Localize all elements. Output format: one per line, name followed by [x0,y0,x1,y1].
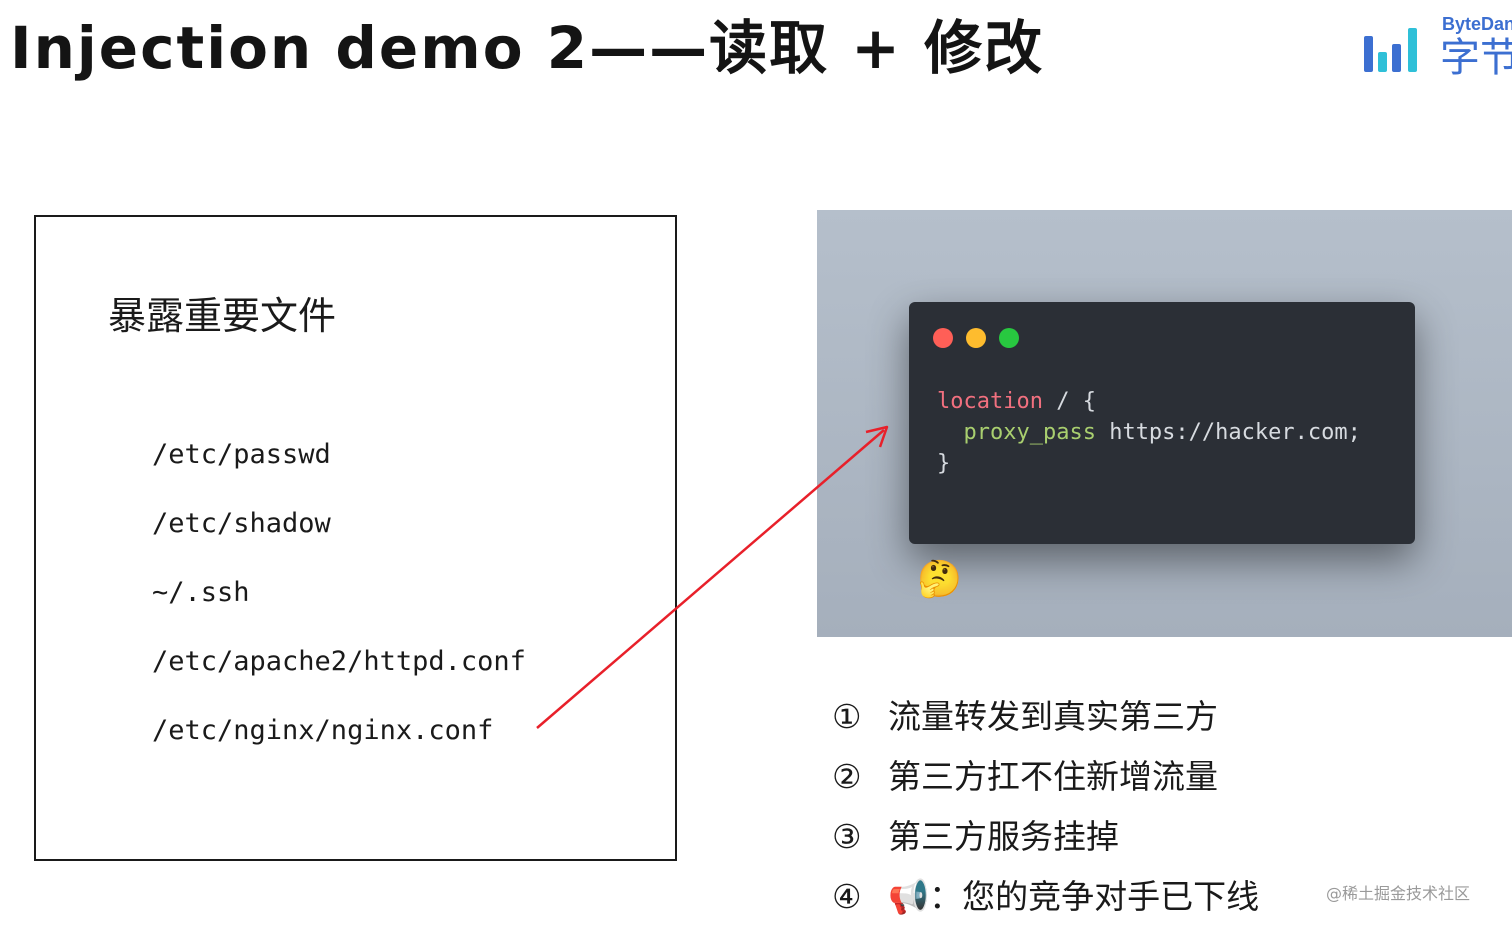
code-window: location / { proxy_pass https://hacker.c… [909,302,1415,544]
item-text: 第三方扛不住新增流量 [888,757,1218,796]
slide-title: Injection demo 2——读取 + 修改 [10,14,1045,82]
bytedance-logo: ByteDan 字节 [1360,14,1512,84]
file-path-item: /etc/passwd [152,439,331,470]
yellow-dot-icon [966,328,986,348]
item-number: ② [832,757,862,796]
nginx-config-code: location / { proxy_pass https://hacker.c… [937,386,1361,479]
item-number: ① [832,697,862,736]
code-directive: proxy_pass [963,420,1096,445]
logo-text-cn: 字节 [1440,35,1512,81]
exposed-files-list: /etc/passwd /etc/shadow ~/.ssh /etc/apac… [152,437,526,782]
item-number: ③ [832,817,862,856]
code-screenshot-panel: location / { proxy_pass https://hacker.c… [817,210,1512,637]
red-dot-icon [933,328,953,348]
consequence-item: ② 第三方扛不住新增流量 [832,748,1259,808]
file-path-item: ~/.ssh [152,577,250,608]
exposed-files-box: 暴露重要文件 /etc/passwd /etc/shadow ~/.ssh /e… [34,215,677,861]
item-text: 📢：您的竞争对手已下线 [888,877,1260,916]
item-text: 第三方服务挂掉 [888,817,1119,856]
file-path-item: /etc/apache2/httpd.conf [152,646,526,677]
bytedance-bars-logo-icon [1364,28,1417,72]
code-text: / { [1042,389,1096,414]
thinking-face-icon: 🤔 [917,559,962,600]
item-text: 流量转发到真实第三方 [888,697,1218,736]
consequence-item: ③ 第三方服务挂掉 [832,808,1259,868]
consequence-list: ① 流量转发到真实第三方 ② 第三方扛不住新增流量 ③ 第三方服务挂掉 ④ 📢：您的竞争… [832,688,1259,928]
file-path-item: /etc/shadow [152,508,331,539]
item-number: ④ [832,877,862,916]
exposed-files-heading: 暴露重要文件 [108,294,337,338]
file-path-item: /etc/nginx/nginx.conf [152,715,494,746]
watermark: @稀土掘金技术社区 [1326,884,1471,903]
consequence-item: ④ 📢：您的竞争对手已下线 [832,868,1259,928]
code-text: https://hacker.com; [1095,420,1361,445]
logo-text-en: ByteDan [1442,14,1512,34]
green-dot-icon [999,328,1019,348]
consequence-item: ① 流量转发到真实第三方 [832,688,1259,748]
code-text: } [937,451,951,476]
code-keyword: location [937,389,1043,414]
